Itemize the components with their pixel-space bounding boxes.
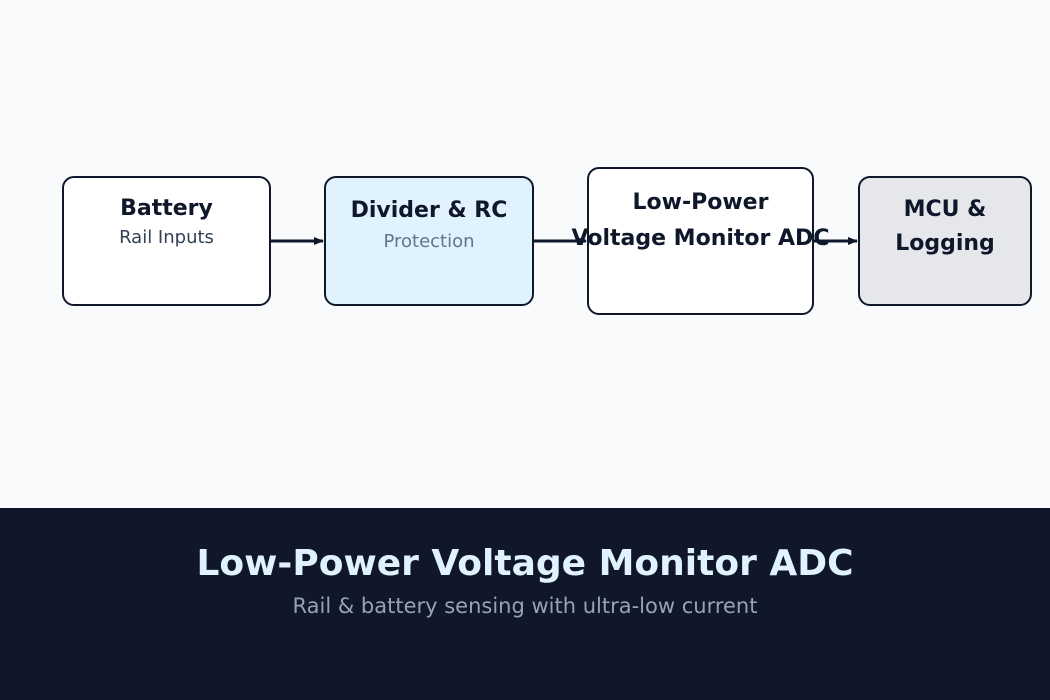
divider-rc-node-title: Divider & RC [350, 198, 508, 223]
battery-node: Battery Rail Inputs [62, 176, 271, 306]
footer-title: Low-Power Voltage Monitor ADC [196, 543, 854, 584]
voltage-monitor-adc-node: Low-Power Voltage Monitor ADC [572, 167, 829, 315]
divider-rc-node: Divider & RC Protection [324, 176, 534, 306]
mcu-logging-node: MCU & Logging [858, 176, 1032, 306]
footer-subtitle: Rail & battery sensing with ultra-low cu… [292, 594, 758, 618]
battery-node-subtitle: Rail Inputs [119, 227, 214, 248]
voltage-monitor-adc-node-title: Low-Power Voltage Monitor ADC [571, 190, 830, 251]
footer-banner: Low-Power Voltage Monitor ADC Rail & bat… [0, 508, 1050, 700]
block-diagram: Battery Rail Inputs Divider & RC Protect… [62, 167, 1032, 315]
battery-node-title: Battery [120, 196, 213, 221]
divider-rc-node-subtitle: Protection [383, 231, 475, 252]
mcu-logging-node-title: MCU & Logging [895, 197, 995, 256]
